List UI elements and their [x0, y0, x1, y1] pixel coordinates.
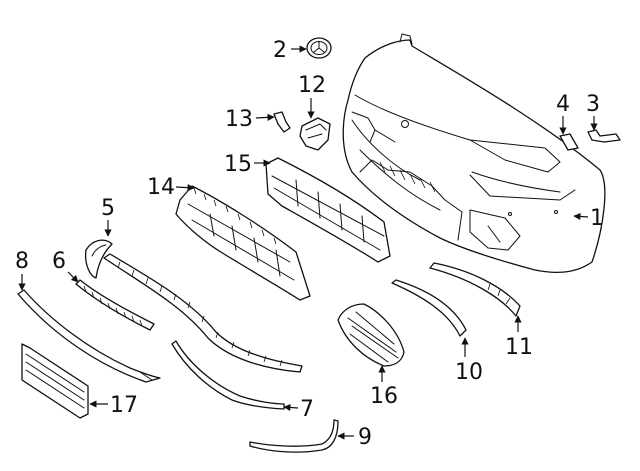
callout-label-17: 17 — [110, 393, 138, 418]
callout-12: 12 — [298, 73, 326, 119]
part-1-bumper-cover[interactable] — [342, 33, 606, 274]
callout-label-6: 6 — [52, 249, 66, 274]
callout-2: 2 — [273, 38, 307, 63]
callout-label-11: 11 — [505, 335, 533, 360]
callout-label-12: 12 — [298, 73, 326, 98]
callout-9: 9 — [337, 425, 372, 450]
callout-8: 8 — [15, 249, 29, 291]
part-9-chrome-trim[interactable] — [249, 419, 339, 453]
callout-17: 17 — [89, 393, 138, 418]
callout-label-10: 10 — [455, 360, 483, 385]
part-10-trim-strip[interactable] — [391, 279, 467, 337]
part-center-molding[interactable] — [103, 253, 303, 373]
callout-label-5: 5 — [101, 196, 115, 221]
callout-5: 5 — [101, 196, 115, 237]
callout-label-9: 9 — [358, 425, 372, 450]
callout-label-7: 7 — [300, 397, 314, 422]
part-15-energy-absorber[interactable] — [265, 157, 391, 263]
part-4-reflector[interactable] — [559, 133, 579, 151]
callout-label-14: 14 — [147, 175, 175, 200]
part-2-emblem[interactable] — [306, 37, 332, 59]
part-16-side-grille[interactable] — [337, 303, 405, 367]
callout-15: 15 — [224, 152, 271, 177]
part-3-bracket[interactable] — [587, 129, 621, 143]
part-12-bracket[interactable] — [299, 117, 331, 151]
callout-label-3: 3 — [586, 92, 600, 117]
callout-label-15: 15 — [224, 152, 252, 177]
part-8-side-molding[interactable] — [17, 289, 161, 383]
callout-14: 14 — [147, 175, 195, 200]
callout-label-4: 4 — [556, 92, 570, 117]
callout-11: 11 — [505, 315, 533, 360]
part-14-grille-support[interactable] — [175, 185, 311, 301]
callout-1: 1 — [573, 206, 604, 231]
callout-10: 10 — [455, 337, 483, 385]
callout-label-2: 2 — [273, 38, 287, 63]
callout-13: 13 — [225, 107, 275, 132]
part-5-deflector[interactable] — [84, 239, 113, 279]
callout-label-16: 16 — [370, 384, 398, 409]
callout-6: 6 — [52, 249, 79, 283]
callout-label-1: 1 — [590, 206, 604, 231]
callout-3: 3 — [586, 92, 600, 131]
callout-4: 4 — [556, 92, 570, 135]
callout-16: 16 — [370, 365, 398, 409]
part-13-clip[interactable] — [273, 111, 291, 133]
callout-label-8: 8 — [15, 249, 29, 274]
callout-label-13: 13 — [225, 107, 253, 132]
part-11-trim-strip[interactable] — [429, 262, 521, 317]
part-6-trim-strip[interactable] — [75, 279, 155, 331]
part-17-grille-insert[interactable] — [21, 343, 89, 419]
callout-7: 7 — [283, 397, 314, 422]
